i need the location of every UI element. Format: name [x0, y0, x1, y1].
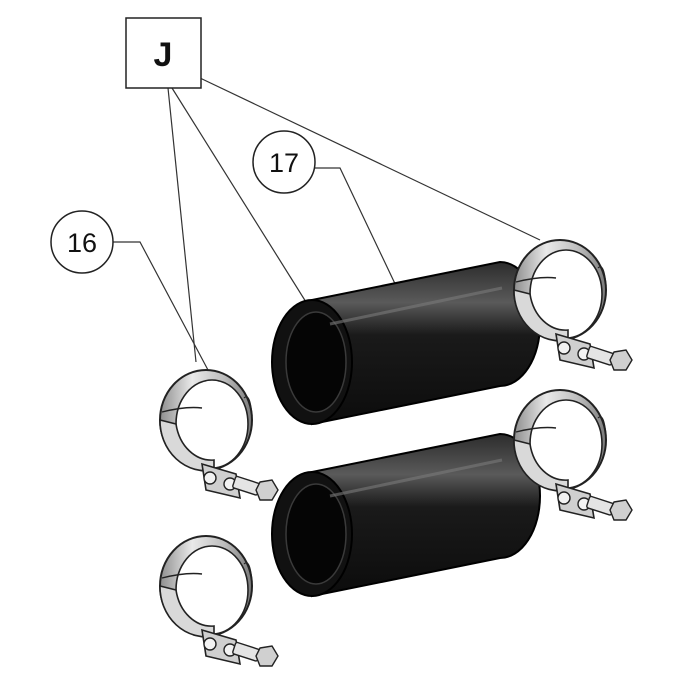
leader-17	[312, 167, 399, 291]
hose-bottom	[270, 432, 542, 598]
clamp-left-bottom	[158, 535, 279, 667]
group-label-box: J	[125, 17, 202, 89]
leader-16	[112, 241, 209, 371]
leader-j-right-clamp	[199, 77, 541, 241]
clamp-left-top	[158, 369, 279, 501]
hose-top	[270, 260, 542, 426]
leader-j-clamp	[167, 87, 197, 363]
callout-17-label: 17	[269, 148, 299, 178]
group-label: J	[154, 36, 173, 74]
leader-j-hose	[171, 87, 317, 319]
callout-17: 17	[252, 130, 316, 194]
leader-lines	[112, 77, 541, 371]
callout-16: 16	[50, 210, 114, 274]
callout-16-label: 16	[67, 228, 97, 258]
